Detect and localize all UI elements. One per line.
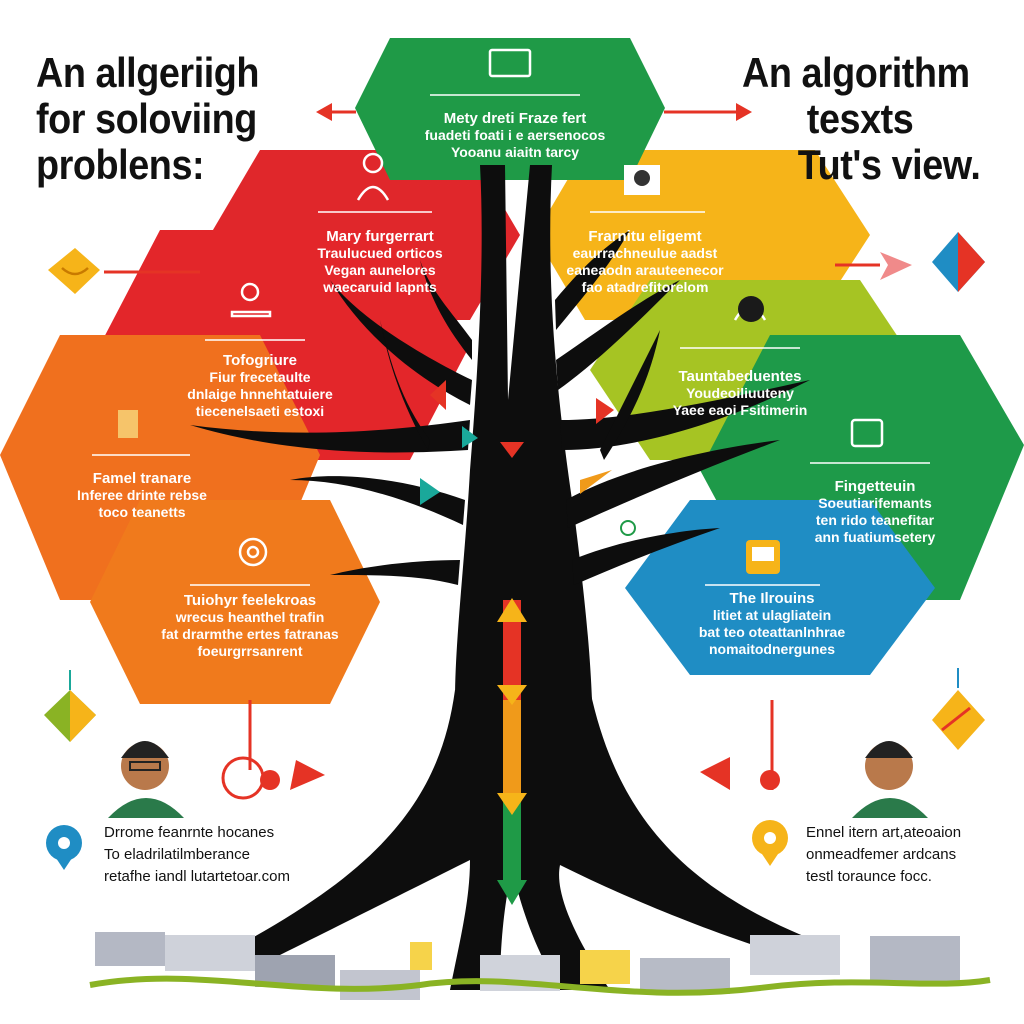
caption-right: Ennel itern art,ateoaion onmeadfemer ard… bbox=[806, 824, 962, 885]
central-arrow-column bbox=[497, 598, 527, 905]
loop-left bbox=[221, 756, 265, 800]
arrow-head-top-right bbox=[736, 103, 752, 121]
teal-arrow-left bbox=[462, 426, 478, 448]
tree-trunk-and-branches bbox=[190, 165, 840, 990]
red-arrow-right bbox=[596, 398, 614, 424]
location-pin-blue-icon bbox=[46, 825, 82, 870]
arrow-head-top-left bbox=[316, 103, 332, 121]
heading-left-line-3: problens: bbox=[36, 141, 205, 188]
orange-arrow-right bbox=[580, 470, 612, 494]
person-at-desk-icon bbox=[230, 310, 272, 318]
red-marker bbox=[500, 442, 524, 458]
avatar-frame-icon bbox=[738, 296, 764, 322]
block-blue: The Ilrouins litiet at ulagliatein bat t… bbox=[698, 590, 846, 657]
yellow-diamond-left bbox=[48, 248, 100, 294]
red-heart-right bbox=[760, 770, 780, 790]
heading-right-line-2: tesxts bbox=[806, 95, 914, 142]
block-orange-lower: Tuiohyr feelekroas wrecus heanthel trafi… bbox=[161, 592, 339, 659]
teal-arrow-left-lower bbox=[420, 478, 440, 505]
heading-right: An algorithm tesxts Tut's view. bbox=[742, 49, 981, 188]
ground-vine bbox=[89, 975, 991, 996]
ground-books bbox=[95, 932, 960, 1000]
monitor-icon bbox=[488, 48, 532, 78]
heading-right-line-1: An algorithm bbox=[742, 49, 970, 96]
caption-left: Drrome feanrnte hocanes To eladrilatilmb… bbox=[104, 824, 290, 885]
smile-icon bbox=[61, 267, 89, 276]
heading-left-line-2: for soloviing bbox=[36, 95, 257, 142]
server-icon bbox=[850, 418, 884, 448]
arrow-head-bottom-left bbox=[290, 760, 325, 790]
red-heart-left bbox=[260, 770, 280, 790]
heading-left: An allgeriigh for soloviing problens: bbox=[36, 49, 260, 188]
blue-hexagon bbox=[625, 500, 935, 675]
block-red-upper: Mary furgerrart Traulucued orticos Vegan… bbox=[317, 228, 443, 295]
block-lime: Tauntabeduentes Youdeoiliuuteny Yaee eao… bbox=[672, 368, 808, 418]
block-orange-upper: Famel tranare Inferee drinte rebse toco … bbox=[77, 470, 207, 520]
block-dividers bbox=[92, 94, 930, 586]
yellow-hexagon bbox=[535, 150, 870, 320]
orange-lower-hexagon bbox=[90, 500, 380, 704]
gear-icon bbox=[238, 537, 268, 567]
red-arrow-left bbox=[430, 380, 446, 410]
block-yellow: Frarnitu eligemt eaurrachneulue aadst ea… bbox=[566, 228, 724, 295]
green-dot-right bbox=[620, 520, 636, 536]
heading-right-line-3: Tut's view. bbox=[797, 141, 981, 188]
person-avatar-right bbox=[852, 741, 928, 818]
person-avatar-left bbox=[108, 741, 184, 818]
heading-left-line-1: An allgeriigh bbox=[36, 49, 260, 96]
block-green-right: Fingetteuin Soeutiarifemants ten rido te… bbox=[814, 478, 936, 545]
block-red-lower: Tofogriure Fiur frecetaulte dnlaige hnne… bbox=[187, 352, 333, 419]
block-green-top: Mety dreti Fraze fert fuadeti foati i e … bbox=[424, 110, 606, 160]
yellow-diamond-right bbox=[932, 690, 985, 750]
mug-icon bbox=[118, 410, 138, 438]
green-top-hexagon bbox=[355, 38, 665, 180]
arrow-head-bottom-right bbox=[700, 757, 730, 790]
arrow-head-right-mid bbox=[880, 252, 912, 280]
location-pin-yellow-icon bbox=[752, 820, 788, 866]
person-icon bbox=[362, 152, 384, 174]
